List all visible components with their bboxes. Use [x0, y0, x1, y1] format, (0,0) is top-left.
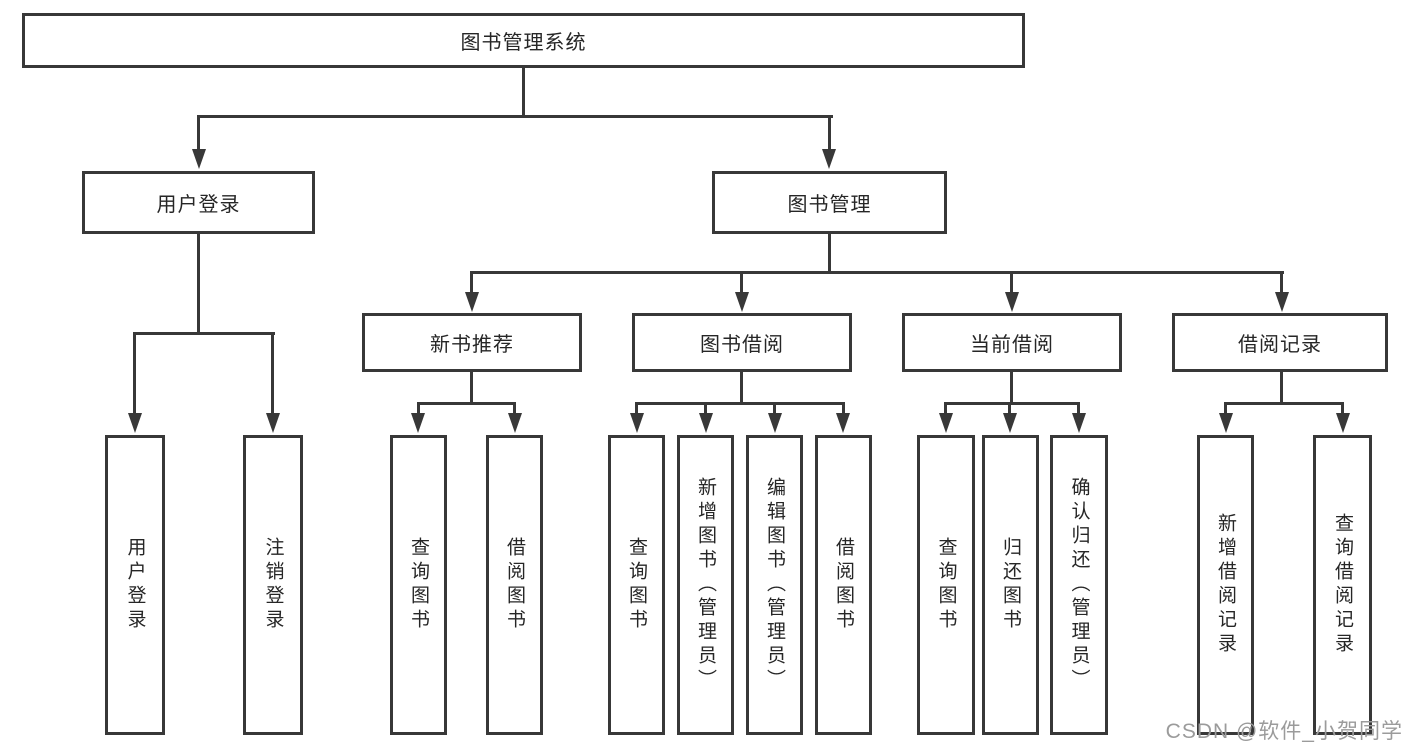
node-label: 图书借阅	[700, 334, 784, 356]
connector-root-stem	[522, 68, 525, 117]
leaf-borrow-books: 借阅图书	[815, 435, 872, 735]
arrow-down-icon	[1005, 292, 1019, 312]
arrow-down-icon	[735, 292, 749, 312]
arrow-down-icon	[266, 413, 280, 433]
node-book-borrow: 图书借阅	[632, 313, 852, 372]
connector-root-drop-left	[197, 115, 200, 151]
connector-m4-drop-1	[1224, 402, 1227, 415]
node-user-login: 用户登录	[82, 171, 315, 234]
leaf-query-books-current: 查询图书	[917, 435, 975, 735]
arrow-down-icon	[1072, 413, 1086, 433]
connector-root-drop-right	[828, 115, 831, 151]
leaf-label: 借阅图书	[833, 537, 854, 633]
leaf-add-books-admin: 新增图书（管理员）	[677, 435, 734, 735]
node-current-borrow: 当前借阅	[902, 313, 1122, 372]
connector-m3-drop-1	[944, 402, 947, 415]
connector-m4-drop-2	[1341, 402, 1344, 415]
node-label: 图书管理系统	[460, 32, 587, 54]
arrow-down-icon	[192, 149, 206, 169]
leaf-query-books-borrow: 查询图书	[608, 435, 665, 735]
leaf-edit-books-admin: 编辑图书（管理员）	[746, 435, 803, 735]
connector-m2-drop-3	[773, 402, 776, 415]
connector-book-mgmt-drop-3	[1010, 271, 1013, 294]
leaf-label: 确认归还（管理员）	[1068, 477, 1090, 693]
leaf-user-login: 用户登录	[105, 435, 165, 735]
leaf-return-books: 归还图书	[982, 435, 1039, 735]
node-label: 当前借阅	[970, 334, 1054, 356]
leaf-query-borrow-record: 查询借阅记录	[1313, 435, 1372, 735]
connector-m1-drop-1	[417, 402, 420, 415]
leaf-label: 新增图书（管理员）	[695, 477, 716, 693]
node-library-management-system: 图书管理系统	[22, 13, 1025, 68]
arrow-down-icon	[822, 149, 836, 169]
connector-book-mgmt-drop-4	[1280, 271, 1283, 294]
watermark: CSDN @软件_小贺同学	[1165, 720, 1403, 743]
node-new-book-recommend: 新书推荐	[362, 313, 582, 372]
connector-book-mgmt-stem	[828, 234, 831, 274]
arrow-down-icon	[939, 413, 953, 433]
connector-user-login-drop-2	[271, 332, 274, 415]
arrow-down-icon	[1219, 413, 1233, 433]
connector-user-login-drop-1	[133, 332, 136, 415]
connector-m2-bar	[635, 402, 845, 405]
connector-user-login-stem	[197, 234, 200, 334]
arrow-down-icon	[128, 413, 142, 433]
node-label: 用户登录	[156, 194, 241, 216]
leaf-label: 查询借阅记录	[1332, 513, 1353, 657]
connector-m4-bar	[1224, 402, 1344, 405]
leaf-label: 注销登录	[262, 537, 284, 633]
connector-m2-drop-2	[704, 402, 707, 415]
connector-book-mgmt-drop-2	[740, 271, 743, 294]
node-book-management: 图书管理	[712, 171, 947, 234]
leaf-query-books-recommend: 查询图书	[390, 435, 447, 735]
leaf-label: 新增借阅记录	[1215, 513, 1236, 657]
leaf-borrow-books-recommend: 借阅图书	[486, 435, 543, 735]
node-borrow-records: 借阅记录	[1172, 313, 1388, 372]
arrow-down-icon	[768, 413, 782, 433]
node-label: 借阅记录	[1238, 334, 1322, 356]
leaf-label: 用户登录	[124, 537, 146, 633]
connector-m1-drop-2	[513, 402, 516, 415]
connector-m2-stem	[740, 372, 743, 405]
arrow-down-icon	[699, 413, 713, 433]
node-label: 图书管理	[787, 194, 872, 216]
arrow-down-icon	[1275, 292, 1289, 312]
arrow-down-icon	[465, 292, 479, 312]
connector-user-login-bar	[133, 332, 275, 335]
leaf-label: 查询图书	[935, 537, 957, 633]
connector-m1-bar	[417, 402, 516, 405]
leaf-label: 查询图书	[408, 537, 429, 633]
leaf-add-borrow-record: 新增借阅记录	[1197, 435, 1254, 735]
leaf-logout: 注销登录	[243, 435, 303, 735]
leaf-label: 查询图书	[626, 537, 647, 633]
arrow-down-icon	[1336, 413, 1350, 433]
connector-root-bar	[197, 115, 833, 118]
node-label: 新书推荐	[430, 334, 514, 356]
leaf-label: 编辑图书（管理员）	[764, 477, 785, 693]
connector-m3-bar	[944, 402, 1080, 405]
arrow-down-icon	[630, 413, 644, 433]
connector-book-mgmt-bar	[470, 271, 1284, 274]
connector-m3-drop-2	[1008, 402, 1011, 415]
leaf-confirm-return-admin: 确认归还（管理员）	[1050, 435, 1108, 735]
leaf-label: 借阅图书	[504, 537, 525, 633]
leaf-label: 归还图书	[1000, 537, 1021, 633]
connector-m2-drop-1	[635, 402, 638, 415]
connector-m3-drop-3	[1077, 402, 1080, 415]
connector-book-mgmt-drop-1	[470, 271, 473, 294]
connector-m2-drop-4	[842, 402, 845, 415]
connector-m3-stem	[1010, 372, 1013, 405]
connector-m4-stem	[1280, 372, 1283, 405]
arrow-down-icon	[508, 413, 522, 433]
connector-m1-stem	[470, 372, 473, 405]
arrow-down-icon	[411, 413, 425, 433]
arrow-down-icon	[836, 413, 850, 433]
arrow-down-icon	[1003, 413, 1017, 433]
